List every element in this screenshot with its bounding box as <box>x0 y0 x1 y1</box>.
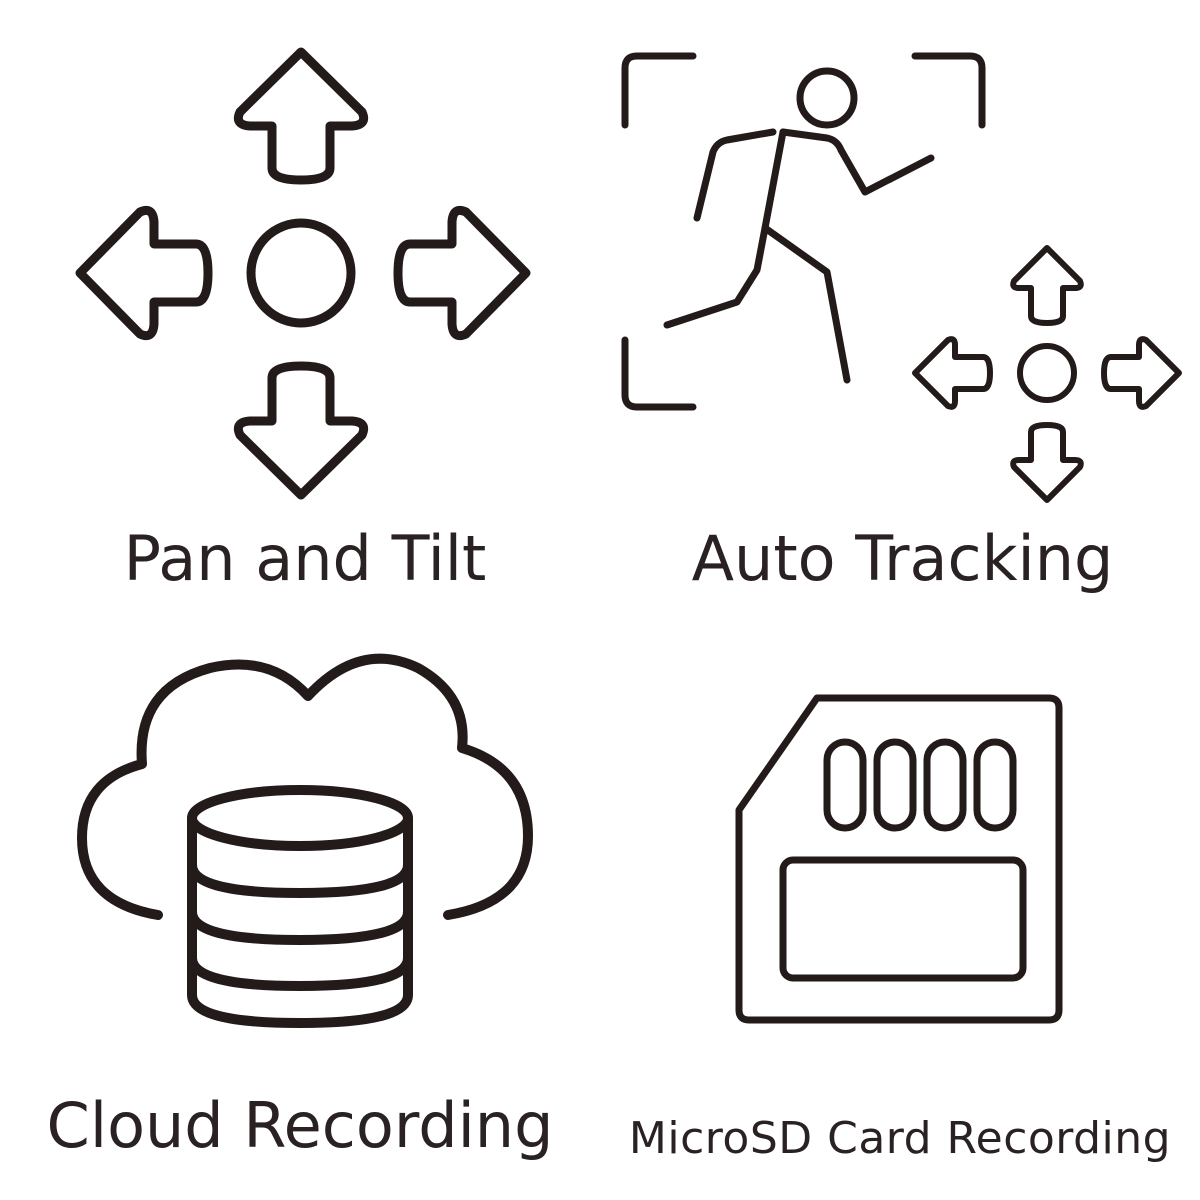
microsd-card-recording-label: MicroSD Card Recording <box>628 1113 1172 1164</box>
running-person-tracking-icon <box>621 52 1182 503</box>
cloud-database-icon <box>77 653 533 1028</box>
pan-and-tilt-label: Pan and Tilt <box>123 522 487 595</box>
auto-tracking-label: Auto Tracking <box>691 522 1114 595</box>
pan-tilt-arrows-icon <box>75 47 531 500</box>
cloud-recording-label: Cloud Recording <box>46 1089 554 1162</box>
microsd-card-icon <box>735 694 1063 1024</box>
